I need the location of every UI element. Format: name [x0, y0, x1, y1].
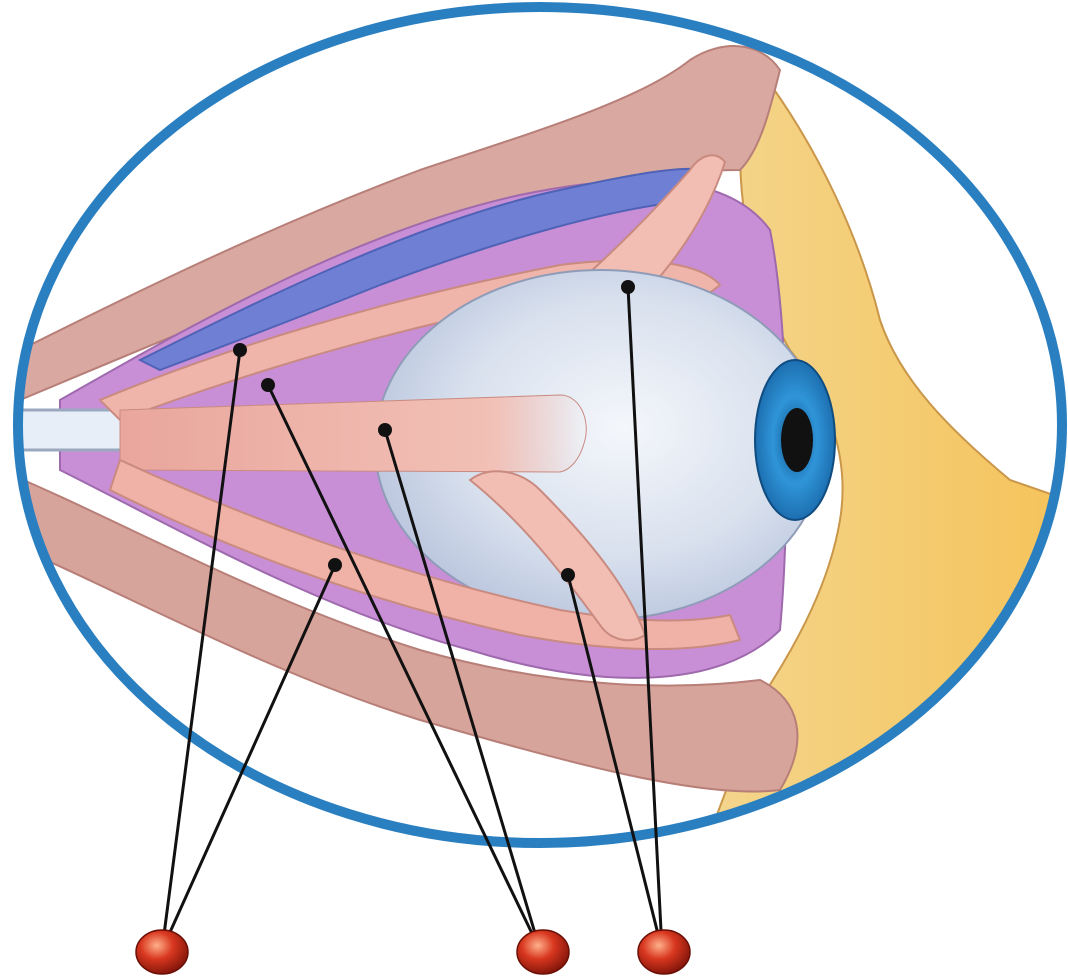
- leader-dot: [261, 378, 275, 392]
- marker-pin-left[interactable]: [136, 930, 188, 974]
- marker-pin-right[interactable]: [638, 930, 690, 974]
- leader-dot: [621, 280, 635, 294]
- pupil: [781, 408, 813, 472]
- orbit-illustration: [0, 46, 1068, 860]
- leader-dot: [561, 568, 575, 582]
- leader-dot: [378, 423, 392, 437]
- marker-pin-middle[interactable]: [517, 930, 569, 974]
- leader-dot: [328, 558, 342, 572]
- leader-dot: [233, 343, 247, 357]
